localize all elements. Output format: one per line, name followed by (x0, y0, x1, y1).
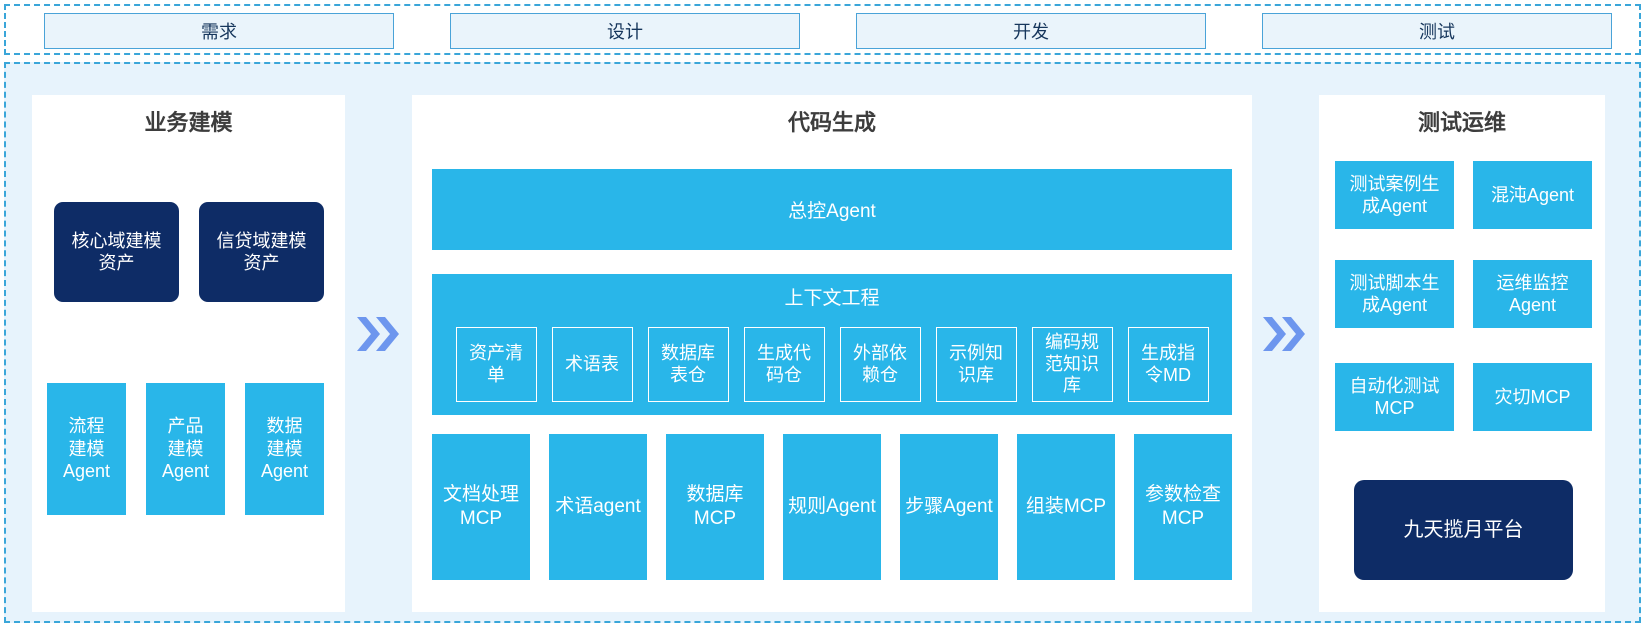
context-item-db-table-repo: 数据库 表仓 (647, 327, 729, 402)
mcp-box-assembly: 组装MCP (1017, 434, 1115, 580)
context-item-generation-instruction-md: 生成指 令MD (1127, 327, 1209, 402)
context-item-coding-standard-kb: 编码规 范知识 库 (1031, 327, 1113, 402)
agent-box-product-modeling: 产品 建模 Agent (146, 383, 225, 515)
agent-box-data-modeling: 数据 建模 Agent (245, 383, 324, 515)
mcp-box-database: 数据库 MCP (666, 434, 764, 580)
code-generation-panel: 代码生成 总控Agent 上下文工程 资产清 单 术语表 数据库 表仓 生成代 … (412, 95, 1252, 612)
context-item-external-dependency-repo: 外部依 赖仓 (839, 327, 921, 402)
context-item-glossary: 术语表 (551, 327, 633, 402)
master-agent-bar: 总控Agent (432, 169, 1232, 250)
box-disaster-switch-mcp: 灾切MCP (1473, 363, 1592, 431)
phase-box-development: 开发 (856, 13, 1206, 49)
box-automated-test-mcp: 自动化测试 MCP (1335, 363, 1454, 431)
panel-title-test-ops: 测试运维 (1417, 110, 1506, 135)
phase-box-requirements: 需求 (44, 13, 394, 49)
platform-box-jiutian: 九天揽月平台 (1354, 480, 1573, 580)
double-chevron-right-icon (1263, 317, 1305, 351)
asset-box-core-domain: 核心域建模 资产 (54, 202, 179, 302)
phase-bar: 需求 设计 开发 测试 (4, 4, 1641, 55)
agent-box-rules: 规则Agent (783, 434, 881, 580)
box-ops-monitor-agent: 运维监控 Agent (1473, 260, 1592, 328)
agent-box-glossary: 术语agent (549, 434, 647, 580)
main-area: 业务建模 核心域建模 资产 信贷域建模 资产 流程 建模 Agent 产品 建模… (4, 62, 1641, 623)
double-chevron-right-icon (357, 317, 399, 351)
context-engineering-title: 上下文工程 (784, 288, 880, 309)
phase-box-design: 设计 (450, 13, 800, 49)
panel-title-code-generation: 代码生成 (787, 110, 876, 135)
agent-box-steps: 步骤Agent (900, 434, 998, 580)
business-modeling-panel: 业务建模 核心域建模 资产 信贷域建模 资产 流程 建模 Agent 产品 建模… (32, 95, 345, 612)
asset-box-credit-domain: 信贷域建模 资产 (199, 202, 324, 302)
context-items-row: 资产清 单 术语表 数据库 表仓 生成代 码仓 外部依 赖仓 示例知 识库 编码… (432, 327, 1232, 402)
box-test-script-gen-agent: 测试脚本生 成Agent (1335, 260, 1454, 328)
context-item-asset-list: 资产清 单 (455, 327, 537, 402)
agent-box-process-modeling: 流程 建模 Agent (47, 383, 126, 515)
test-ops-panel: 测试运维 测试案例生 成Agent 混沌Agent 测试脚本生 成Agent 运… (1319, 95, 1605, 612)
mcp-box-doc-processing: 文档处理 MCP (432, 434, 530, 580)
panel-title-business-modeling: 业务建模 (144, 110, 233, 135)
box-test-case-gen-agent: 测试案例生 成Agent (1335, 161, 1454, 229)
mcp-box-param-check: 参数检查 MCP (1134, 434, 1232, 580)
context-item-example-knowledge-base: 示例知 识库 (935, 327, 1017, 402)
phase-box-testing: 测试 (1262, 13, 1612, 49)
box-chaos-agent: 混沌Agent (1473, 161, 1592, 229)
mcp-agent-row: 文档处理 MCP 术语agent 数据库 MCP 规则Agent 步骤Agent… (432, 434, 1232, 580)
context-engineering-bar: 上下文工程 资产清 单 术语表 数据库 表仓 生成代 码仓 外部依 赖仓 示例知… (432, 274, 1232, 415)
context-item-generated-code-repo: 生成代 码仓 (743, 327, 825, 402)
